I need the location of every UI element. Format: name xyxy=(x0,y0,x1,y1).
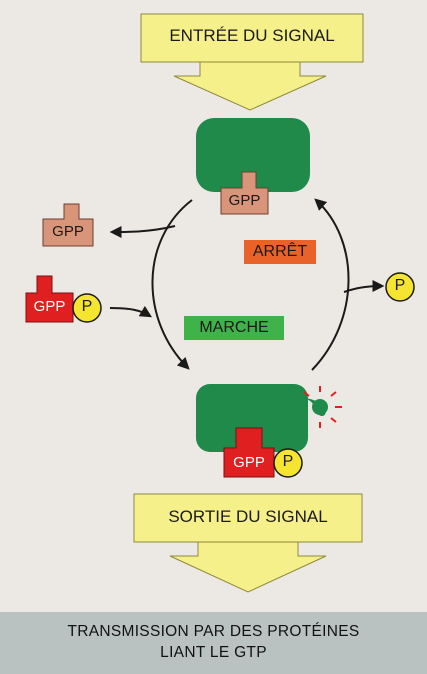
on-label-bg xyxy=(184,316,284,340)
gtp-bottom-label: GPP xyxy=(233,454,265,471)
figure-caption: TRANSMISSION PAR DES PROTÉINES LIANT LE … xyxy=(0,612,427,674)
phosphate-left-label: P xyxy=(81,298,93,315)
activation-rays xyxy=(303,386,342,428)
gtp-binding-arrow xyxy=(109,305,153,318)
phosphate-release-arrow xyxy=(343,280,385,293)
signal-input-label: ENTRÉE DU SIGNAL xyxy=(169,26,335,45)
cycle-right-arrow xyxy=(311,198,350,371)
signal-output-label: SORTIE DU SIGNAL xyxy=(168,507,328,526)
phosphate-right-label: P xyxy=(394,277,406,294)
gdp-top-label: GPP xyxy=(228,192,261,209)
off-label-bg xyxy=(244,240,316,264)
off-state-label: ARRÊT xyxy=(252,243,308,260)
bound-gdp-top xyxy=(220,171,269,215)
signal-output-arrow xyxy=(133,493,363,593)
phosphate-bottom-label: P xyxy=(282,453,294,470)
cycle-left-arrow xyxy=(151,199,193,370)
incoming-gtp xyxy=(25,275,102,323)
caption-line-1: TRANSMISSION PAR DES PROTÉINES xyxy=(67,623,360,640)
active-protein xyxy=(196,384,342,452)
gtp-left-label: GPP xyxy=(33,298,66,315)
released-gdp xyxy=(42,203,94,247)
bound-gtp-bottom xyxy=(223,427,303,478)
signal-input-arrow xyxy=(140,13,364,111)
gdp-release-arrow xyxy=(109,225,176,238)
gdp-left-label: GPP xyxy=(52,223,84,240)
on-state-label: MARCHE xyxy=(199,319,269,336)
caption-line-2: LIANT LE GTP xyxy=(160,644,267,661)
released-phosphate xyxy=(385,272,415,302)
